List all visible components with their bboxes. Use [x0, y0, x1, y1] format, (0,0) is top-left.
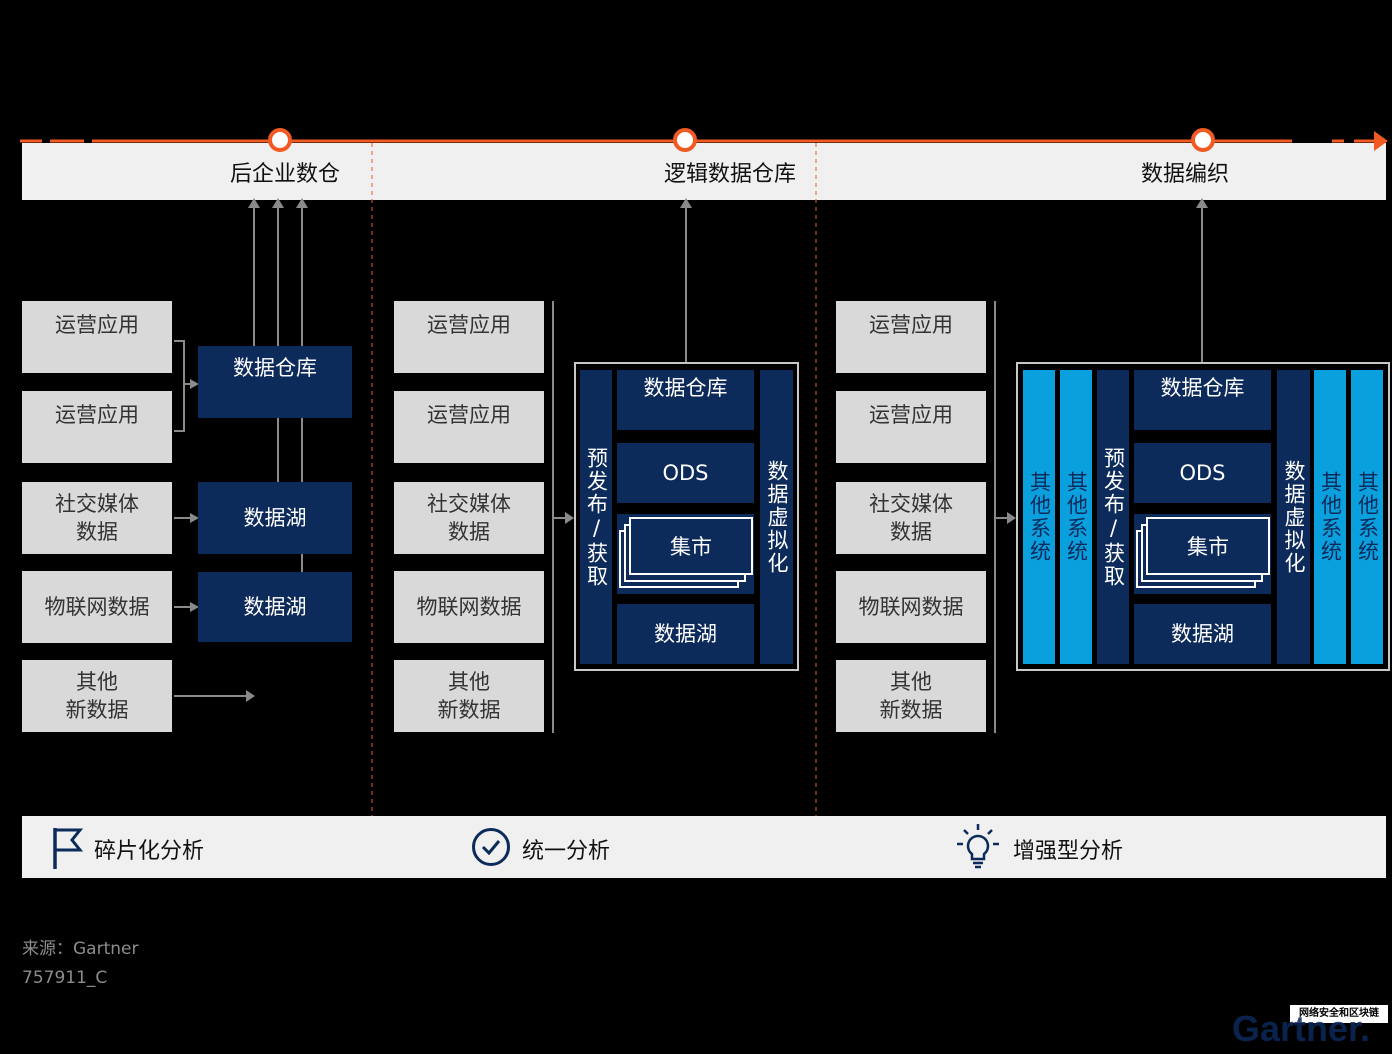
watermark-badge: 网络安全和区块链 — [1290, 1005, 1388, 1023]
timeline-milestone-3 — [1191, 128, 1215, 152]
s2-ldw-frame — [574, 362, 799, 671]
s2-data-warehouse: 数据仓库 — [617, 370, 754, 430]
footer-label-fragmented: 碎片化分析 — [94, 839, 205, 864]
source-iot: 物联网数据 — [22, 571, 172, 643]
s3-other-system-4: 其他系统 — [1351, 370, 1383, 664]
source-social: 社交媒体 数据 — [22, 482, 172, 554]
source-other: 其他 新数据 — [22, 660, 172, 732]
s2-source-ops-1: 运营应用 — [394, 301, 544, 373]
s3-virt-label: 数据虚拟化 — [1282, 459, 1306, 575]
source-note: 来源：Gartner — [22, 939, 139, 959]
stage1-data-lake-1: 数据湖 — [198, 482, 352, 554]
stage1-data-warehouse: 数据仓库 — [198, 346, 352, 418]
stage-title-2: 逻辑数据仓库 — [663, 162, 796, 187]
timeline-arrowhead — [1374, 131, 1388, 151]
stage1-data-lake-2: 数据湖 — [198, 572, 352, 642]
s3-source-social: 社交媒体 数据 — [836, 482, 986, 554]
flag-icon — [53, 828, 84, 869]
s3-prepub-column: 预发布/获取 — [1097, 370, 1129, 664]
footer-label-unified: 统一分析 — [522, 839, 611, 864]
s3-mart: 集市 — [1146, 517, 1270, 575]
source-ops-2: 运营应用 — [22, 391, 172, 463]
s2-data-lake: 数据湖 — [617, 604, 754, 664]
s3-data-lake: 数据湖 — [1134, 604, 1271, 664]
timeline-milestone-1 — [268, 128, 292, 152]
s2-source-social: 社交媒体 数据 — [394, 482, 544, 554]
s3-other-system-2: 其他系统 — [1060, 370, 1092, 664]
s2-source-iot: 物联网数据 — [394, 571, 544, 643]
s3-other-system-2-label: 其他系统 — [1064, 471, 1089, 563]
footer-band — [22, 816, 1386, 878]
s2-virt-label: 数据虚拟化 — [765, 459, 789, 575]
s3-data-warehouse: 数据仓库 — [1134, 370, 1271, 430]
s2-ods: ODS — [617, 443, 754, 503]
s2-prepub-label: 预发布/获取 — [584, 446, 609, 588]
timeline-milestone-2 — [673, 128, 697, 152]
s2-source-other: 其他 新数据 — [394, 660, 544, 732]
s3-ods: ODS — [1134, 443, 1271, 503]
s2-mart: 集市 — [629, 517, 753, 575]
s3-source-ops-1: 运营应用 — [836, 301, 986, 373]
s3-source-ops-2: 运营应用 — [836, 391, 986, 463]
stage-title-3: 数据编织 — [1140, 162, 1229, 187]
doc-id: 757911_C — [22, 968, 108, 988]
s3-other-system-3: 其他系统 — [1314, 370, 1346, 664]
s3-fabric-frame — [1016, 362, 1390, 671]
timeline-band — [22, 143, 1386, 200]
footer-label-augmented: 增强型分析 — [1013, 839, 1124, 864]
s2-virt-column: 数据虚拟化 — [760, 370, 793, 664]
s3-other-system-4-label: 其他系统 — [1355, 471, 1380, 563]
s3-other-system-1-label: 其他系统 — [1027, 471, 1052, 563]
s2-source-ops-2: 运营应用 — [394, 391, 544, 463]
s3-other-system-3-label: 其他系统 — [1318, 471, 1343, 563]
s3-other-system-1: 其他系统 — [1023, 370, 1055, 664]
s3-prepub-label: 预发布/获取 — [1101, 446, 1126, 588]
check-circle-icon — [472, 828, 510, 866]
s3-virt-column: 数据虚拟化 — [1277, 370, 1310, 664]
s3-source-other: 其他 新数据 — [836, 660, 986, 732]
stage-title-1: 后企业数仓 — [229, 162, 340, 187]
lightbulb-icon — [957, 824, 999, 869]
s3-source-iot: 物联网数据 — [836, 571, 986, 643]
gartner-logo: Gartner. — [1232, 1008, 1371, 1049]
s2-prepub-column: 预发布/获取 — [580, 370, 612, 664]
source-ops-1: 运营应用 — [22, 301, 172, 373]
